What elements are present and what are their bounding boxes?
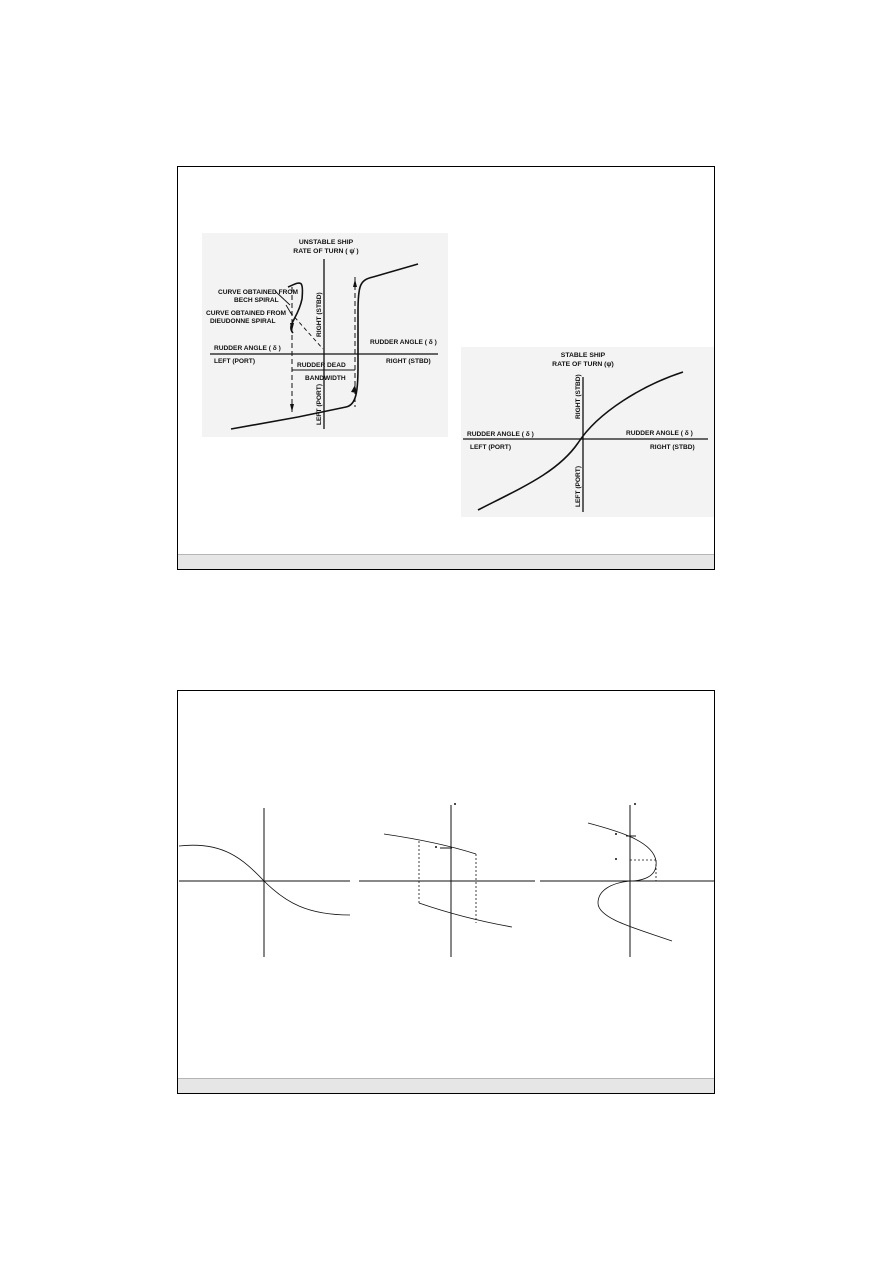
dieudonne-spiral-label-line2: DIEUDONNE SPIRAL <box>210 318 276 325</box>
panel-hysteresis-dot-top <box>454 803 456 805</box>
stable-curve <box>477 371 684 511</box>
stable-rudder-angle-right: RUDDER ANGLE ( δ ) <box>626 430 693 437</box>
panel-hysteresis <box>359 805 535 957</box>
panel-s-curve-dot-2 <box>615 858 617 860</box>
panel-s-curve-dot-1 <box>615 833 617 835</box>
panel-s-curve <box>540 805 714 957</box>
arrow-up-right-icon <box>353 279 357 287</box>
unstable-rudder-angle-right: RUDDER ANGLE ( δ ) <box>370 339 437 346</box>
stable-ship-diagram <box>463 371 708 512</box>
unstable-title-line1: UNSTABLE SHIP <box>299 239 354 246</box>
panel-hysteresis-lower-branch <box>418 902 513 928</box>
stable-title-line1: STABLE SHIP <box>561 352 606 359</box>
spiral-diagrams-svg: UNSTABLE SHIP RATE OF TURN ( ψ̇ ) CURVE … <box>202 233 714 517</box>
slide-footer <box>178 1078 714 1093</box>
unstable-left-port-vertical: LEFT (PORT) <box>316 384 323 425</box>
unstable-ship-diagram <box>210 259 438 430</box>
arrow-down-left-icon <box>290 404 294 412</box>
stable-left-port-label: LEFT (PORT) <box>470 444 511 451</box>
unstable-left-port-label: LEFT (PORT) <box>214 358 255 365</box>
unstable-right-stbd-label: RIGHT (STBD) <box>386 358 431 365</box>
panel-stable <box>178 808 351 957</box>
bech-spiral-label-line2: BECH SPIRAL <box>234 297 279 304</box>
dieudonne-pointer <box>285 304 293 316</box>
bech-spiral-label-line1: CURVE OBTAINED FROM <box>218 289 298 296</box>
bech-pointer <box>274 290 291 306</box>
stable-rudder-angle-left: RUDDER ANGLE ( δ ) <box>467 431 534 438</box>
slide-footer <box>178 554 714 569</box>
arrow-up-lower-icon <box>351 385 357 393</box>
panel-s-curve-dot-top <box>634 803 636 805</box>
panel-hysteresis-upper-branch <box>383 833 477 855</box>
unstable-figure-background <box>202 233 448 437</box>
arrow-down-upper-icon <box>290 323 294 331</box>
unstable-right-stbd-vertical: RIGHT (STBD) <box>316 292 323 337</box>
stable-right-stbd-vertical: RIGHT (STBD) <box>575 374 582 419</box>
unstable-rudder-angle-left: RUDDER ANGLE ( δ ) <box>214 345 281 352</box>
dieudonne-dashed-curve <box>289 311 324 350</box>
slide-stability-curves <box>177 690 715 1094</box>
stable-left-port-vertical: LEFT (PORT) <box>575 466 582 507</box>
panel-s-curve-path <box>587 822 673 942</box>
unstable-title-line2: RATE OF TURN ( ψ̇ ) <box>293 248 358 255</box>
rudder-dead-label: RUDDER DEAD <box>297 362 346 369</box>
dieudonne-spiral-label-line1: CURVE OBTAINED FROM <box>206 310 286 317</box>
stable-title-line2: RATE OF TURN (ψ̇) <box>552 361 614 368</box>
panel-hysteresis-dot <box>435 846 437 848</box>
slide-spiral-test-diagrams: UNSTABLE SHIP RATE OF TURN ( ψ̇ ) CURVE … <box>177 166 715 570</box>
stability-curves-svg <box>178 803 714 957</box>
bandwidth-label: BANDWIDTH <box>305 375 346 382</box>
panel-stable-curve <box>178 844 351 916</box>
unstable-curve-lower <box>230 263 419 430</box>
stable-right-stbd-label: RIGHT (STBD) <box>650 444 695 451</box>
